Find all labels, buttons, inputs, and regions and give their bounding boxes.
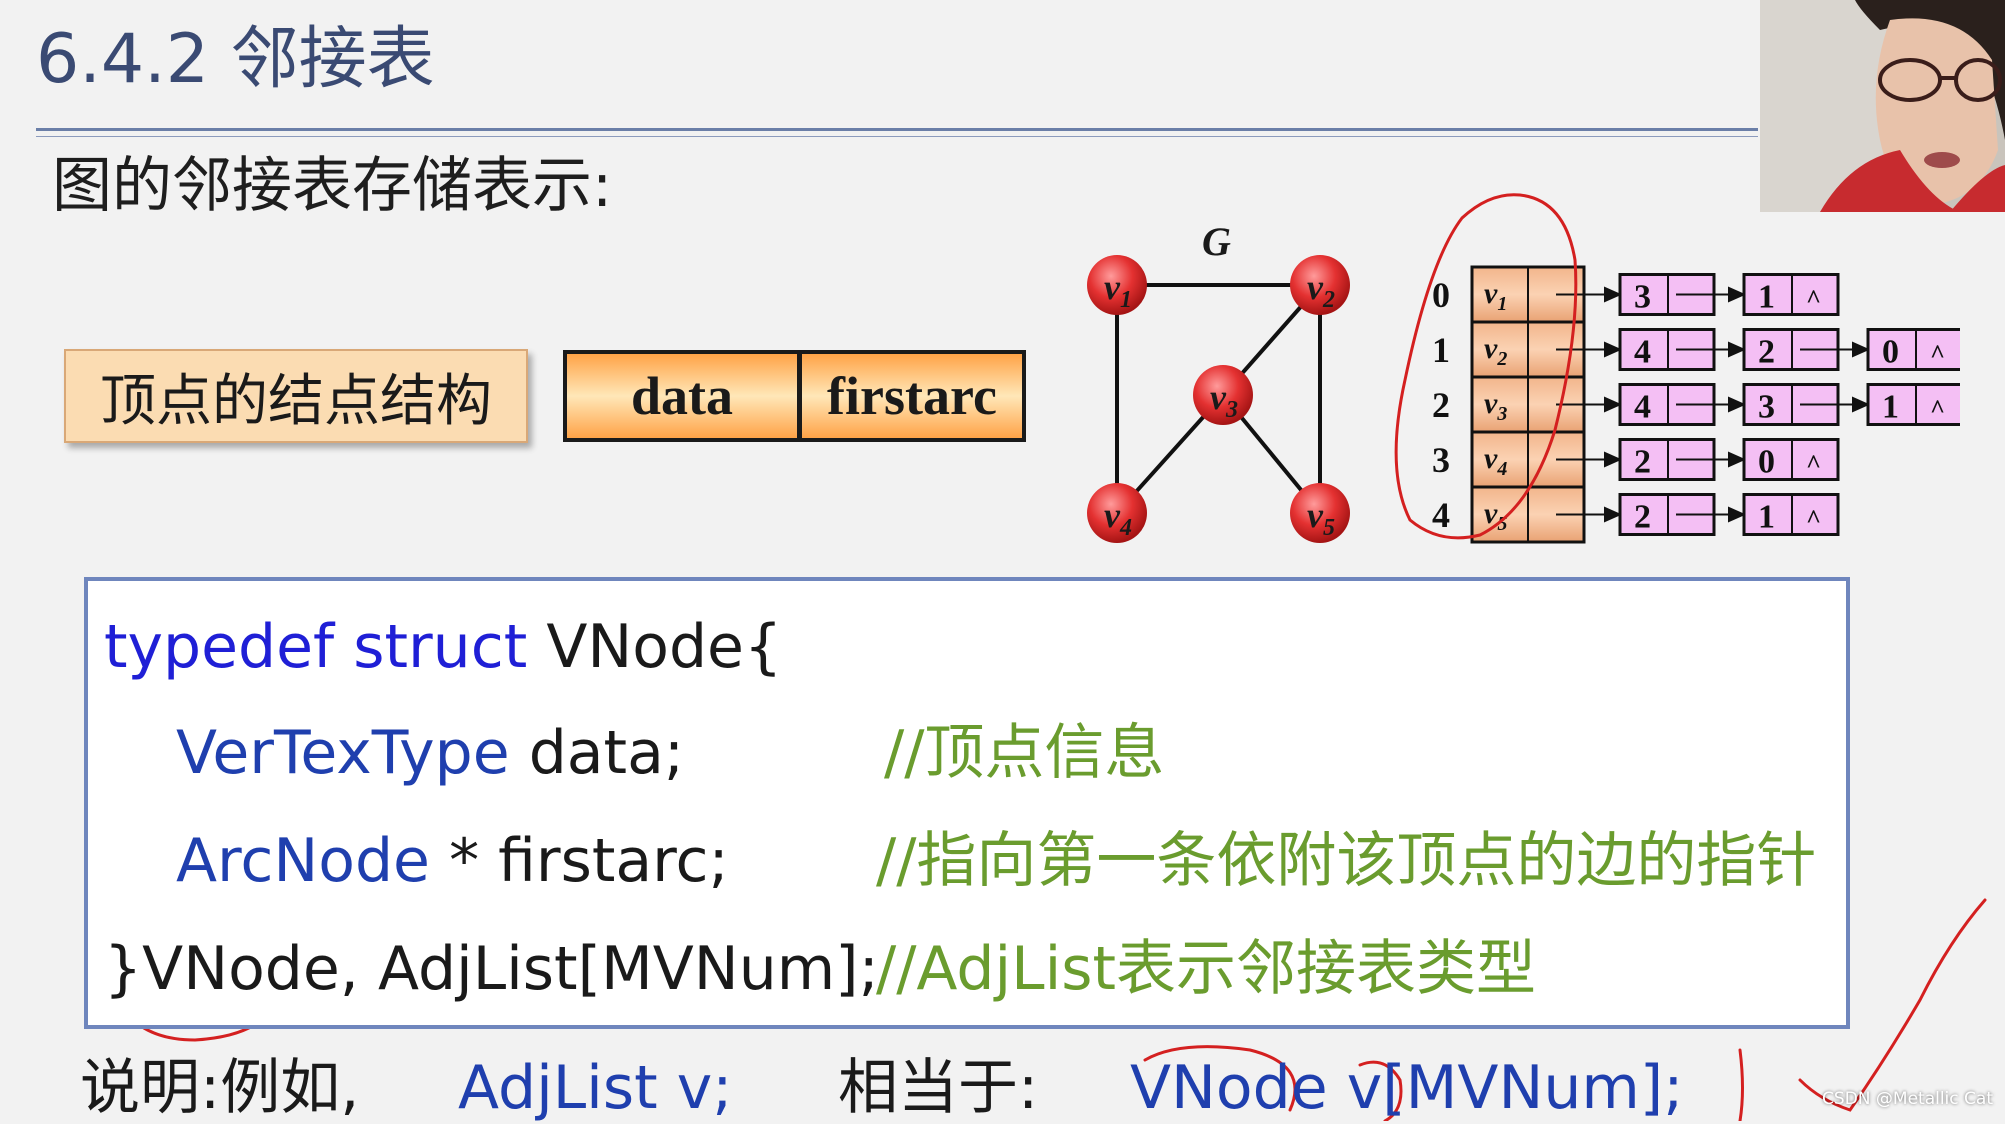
- arc-node: 4: [1618, 328, 1716, 371]
- arc-node-value: 4: [1634, 389, 1651, 426]
- presenter-webcam: [1760, 0, 2005, 212]
- arc-node-value: 0: [1758, 444, 1775, 481]
- null-pointer-symbol: ^: [1930, 340, 1945, 369]
- vertex-structure-diagram: data firstarc: [563, 350, 1026, 442]
- field-data: data: [567, 354, 802, 438]
- arc-node: 0^: [1742, 438, 1840, 481]
- arc-node: 2: [1618, 438, 1716, 481]
- svg-text:v1: v1: [1104, 267, 1132, 313]
- code-line-2: VerTexType data;: [176, 718, 685, 788]
- code-line-1: typedef struct VNode{: [104, 612, 783, 682]
- code-comment-2: //顶点信息: [884, 718, 1165, 788]
- vertex-v5: v5: [1290, 483, 1350, 543]
- vertex-index: 4: [1432, 495, 1450, 535]
- note-prefix: 说明:例如,: [80, 1053, 360, 1123]
- title-divider: [36, 128, 1758, 131]
- vertex-cell-label: v3: [1484, 387, 1507, 425]
- null-pointer-symbol: ^: [1806, 450, 1821, 479]
- arc-node-value: 2: [1634, 444, 1651, 481]
- arc-node-value: 4: [1634, 334, 1651, 371]
- slide-title: 6.4.2 邻接表: [36, 20, 435, 99]
- vertex-structure-label: 顶点的结点结构: [64, 349, 528, 443]
- vertex-cell-label: v5: [1484, 497, 1507, 535]
- code-line-4: }VNode, AdjList[MVNum];: [104, 934, 879, 1004]
- code-line-3: ArcNode * firstarc;: [176, 826, 729, 896]
- arc-node-value: 1: [1758, 499, 1775, 536]
- vertex-v3: v3: [1193, 365, 1253, 425]
- svg-text:v3: v3: [1210, 377, 1238, 423]
- arc-node-value: 0: [1882, 334, 1899, 371]
- null-pointer-symbol: ^: [1806, 285, 1821, 314]
- vertex-v4: v4: [1087, 483, 1147, 543]
- code-comment-3: //指向第一条依附该顶点的边的指针: [876, 826, 1817, 896]
- note-equiv-label: 相当于:: [838, 1053, 1039, 1123]
- graph-name: G: [1202, 219, 1231, 264]
- slide-subtitle: 图的邻接表存储表示:: [52, 151, 613, 221]
- arc-node: 1^: [1742, 493, 1840, 536]
- vertex-index: 0: [1432, 275, 1450, 315]
- vertex-index: 2: [1432, 385, 1450, 425]
- title-divider-thin: [36, 136, 1758, 137]
- arc-node-value: 1: [1758, 279, 1775, 316]
- vertex-index: 1: [1432, 330, 1450, 370]
- vertex-cell-label: v1: [1484, 277, 1507, 315]
- arc-node: 1^: [1742, 273, 1840, 316]
- vertex-v2: v2: [1290, 255, 1350, 315]
- svg-text:v2: v2: [1307, 267, 1335, 313]
- svg-text:v4: v4: [1104, 495, 1132, 541]
- field-firstarc: firstarc: [802, 354, 1022, 438]
- arc-node-value: 3: [1758, 389, 1775, 426]
- code-block: typedef struct VNode{ VerTexType data; /…: [84, 577, 1850, 1029]
- arc-node: 1^: [1866, 383, 1960, 426]
- vertex-index: 3: [1432, 440, 1450, 480]
- arc-node: 4: [1618, 383, 1716, 426]
- vertex-cell-label: v2: [1484, 332, 1507, 370]
- arc-node: 0^: [1866, 328, 1960, 371]
- arc-node-value: 2: [1634, 499, 1651, 536]
- arc-node-value: 1: [1882, 389, 1899, 426]
- arc-node-value: 3: [1634, 279, 1651, 316]
- code-comment-4: //AdjList表示邻接表类型: [876, 934, 1537, 1004]
- svg-text:v5: v5: [1307, 495, 1335, 541]
- vertex-cell-label: v4: [1484, 442, 1507, 480]
- null-pointer-symbol: ^: [1930, 395, 1945, 424]
- watermark: CSDN @Metallic Cat: [1822, 1089, 1993, 1109]
- graph-g-diagram: G v1 v2 v3 v4 v5: [1087, 219, 1350, 543]
- note-example: AdjList v;: [458, 1053, 733, 1123]
- note-equiv-value: VNode v[MVNum];: [1130, 1053, 1684, 1123]
- null-pointer-symbol: ^: [1806, 505, 1821, 534]
- vertex-v1: v1: [1087, 255, 1147, 315]
- arc-node-value: 2: [1758, 334, 1775, 371]
